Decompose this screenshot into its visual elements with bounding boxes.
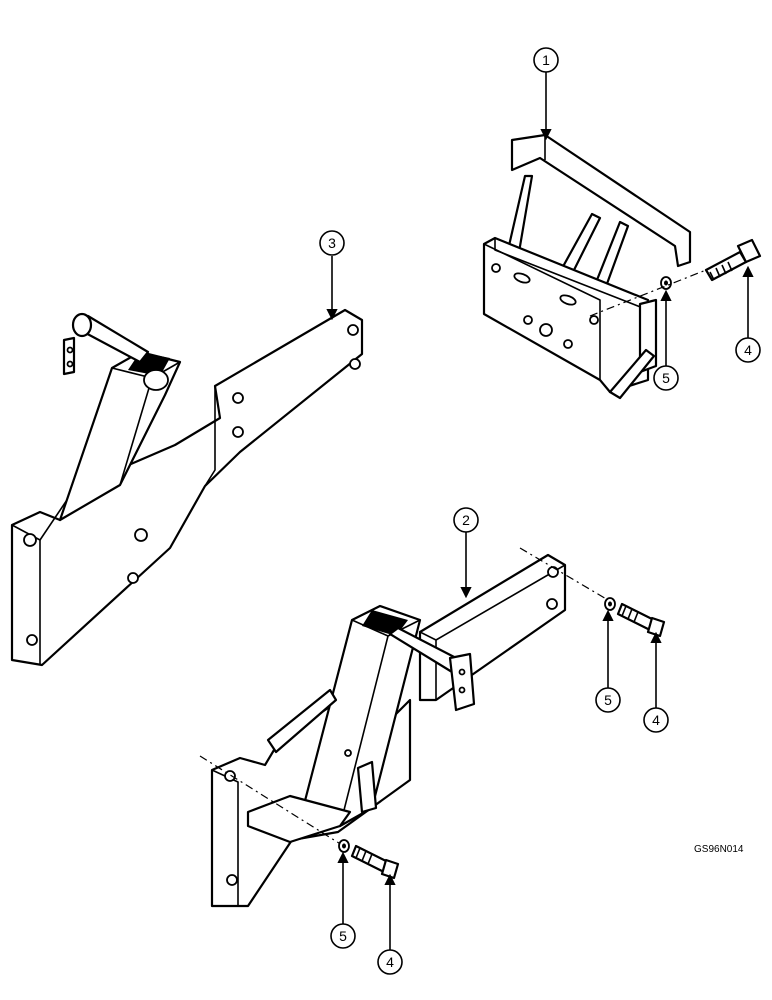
washer-bottom bbox=[338, 839, 350, 853]
svg-text:4: 4 bbox=[386, 954, 394, 970]
svg-text:1: 1 bbox=[542, 52, 550, 68]
callout-5-top: 5 bbox=[653, 365, 679, 391]
washer-top bbox=[660, 276, 672, 290]
part-1-bracket bbox=[482, 133, 692, 400]
svg-text:5: 5 bbox=[662, 370, 670, 386]
svg-text:5: 5 bbox=[339, 928, 347, 944]
bolt-top bbox=[704, 238, 762, 282]
callout-5-right: 5 bbox=[595, 687, 621, 713]
part-3-plate bbox=[10, 308, 364, 667]
svg-text:2: 2 bbox=[462, 512, 470, 528]
bolt-bottom bbox=[350, 844, 400, 880]
svg-text:4: 4 bbox=[744, 342, 752, 358]
svg-text:5: 5 bbox=[604, 692, 612, 708]
svg-text:4: 4 bbox=[652, 712, 660, 728]
callout-4-right: 4 bbox=[643, 707, 669, 733]
svg-text:3: 3 bbox=[328, 235, 336, 251]
callout-4-bottom: 4 bbox=[377, 949, 403, 975]
part-2-assembly bbox=[210, 553, 567, 908]
callout-4-top: 4 bbox=[735, 337, 761, 363]
bolt-right bbox=[616, 602, 666, 638]
callout-2: 2 bbox=[453, 507, 479, 533]
washer-right bbox=[604, 597, 616, 611]
callout-1: 1 bbox=[533, 47, 559, 73]
figure-code: GS96N014 bbox=[694, 844, 744, 855]
callout-5-bottom: 5 bbox=[330, 923, 356, 949]
callout-3: 3 bbox=[319, 230, 345, 256]
